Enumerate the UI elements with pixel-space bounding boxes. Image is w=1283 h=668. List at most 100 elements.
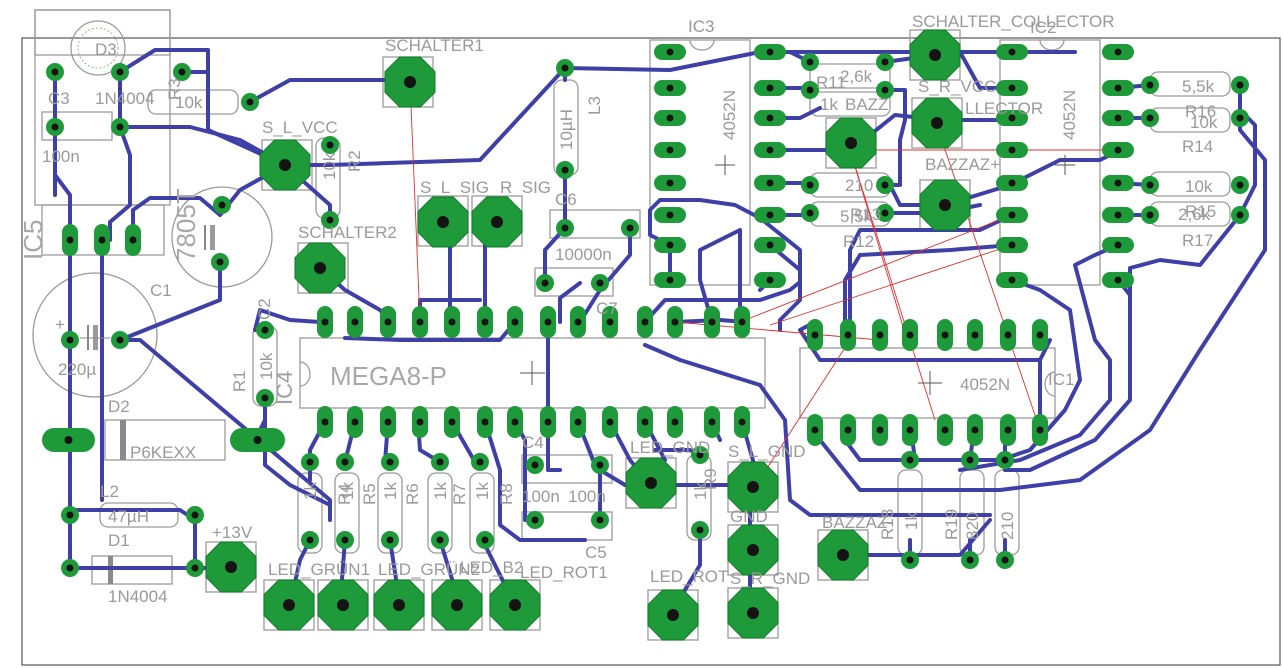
pad-passive-22 — [801, 81, 819, 99]
pad-ic3-left-5 — [654, 207, 686, 223]
pad-mega-top-12 — [704, 306, 720, 338]
label-c2: C2 — [255, 298, 274, 320]
pad-s-l-gnd — [727, 461, 779, 513]
label-r2-val: 10k — [320, 152, 339, 180]
label-r19: R19 — [942, 509, 961, 540]
pad-ic2-left-2 — [996, 110, 1028, 126]
pad-ic1-bottom-7 — [1032, 414, 1048, 446]
pad-s-r-sig — [471, 196, 523, 248]
label-r8: R8 — [497, 483, 516, 505]
label-r20-val: 210 — [998, 512, 1017, 540]
pad-passive-52 — [996, 451, 1014, 469]
pad-mega-bottom-8 — [570, 406, 586, 438]
pad-mega-top-0 — [317, 306, 333, 338]
pad-mega-top-3 — [412, 306, 428, 338]
pad-ic1-top-1 — [840, 319, 856, 351]
pad-ic1-top-2 — [872, 319, 888, 351]
pad-passive-29 — [1231, 76, 1249, 94]
pad-mega-bottom-9 — [602, 406, 618, 438]
label-r5: R5 — [360, 483, 379, 505]
pad-passive-13 — [621, 219, 639, 237]
pad-passive-42 — [431, 453, 449, 471]
pad-ic3-right-3 — [754, 142, 786, 158]
pad-passive-24 — [801, 176, 819, 194]
pad-passive-40 — [381, 453, 399, 471]
pad-schalter-collector — [909, 29, 961, 81]
pad-passive-18 — [321, 136, 339, 154]
label-c3: C3 — [48, 89, 70, 108]
pad-passive-25 — [876, 176, 894, 194]
label-r15: R15 — [1185, 202, 1216, 221]
pad-passive-53 — [996, 551, 1014, 569]
label-r4-val: 1k — [301, 482, 320, 500]
label-r4: R4 — [335, 483, 354, 505]
pad-passive-14 — [536, 274, 554, 292]
pad-ic1-bottom-5 — [967, 414, 983, 446]
pad-mega-top-2 — [380, 306, 396, 338]
pad-passive-9 — [61, 331, 79, 349]
label-r9: R9 — [701, 468, 720, 490]
pad-mega-bottom-13 — [734, 406, 750, 438]
label-r7-val: 1k — [431, 482, 450, 500]
pad-ic1-top-5 — [967, 319, 983, 351]
label-l3: L3 — [585, 96, 604, 115]
pad-ic2-right-6 — [1102, 237, 1134, 253]
pad-ic1-bottom-0 — [807, 414, 823, 446]
label-r12: R12 — [843, 232, 874, 251]
pad-passive-28 — [1141, 76, 1159, 94]
pad-gnd — [727, 524, 779, 576]
label-r3-val: 10k — [175, 93, 203, 112]
label-c4-val: 100n — [522, 487, 560, 506]
pad-s-l-vcc — [259, 139, 311, 191]
pad-ic2-right-7 — [1102, 272, 1134, 288]
label-led-rot: LED_ROT — [650, 567, 728, 586]
label-d1: D1 — [108, 531, 130, 550]
label-r7: R7 — [450, 483, 469, 505]
label-r19-val: 820 — [963, 512, 982, 540]
label-c1: C1 — [150, 281, 172, 300]
pad-passive-26 — [801, 204, 819, 222]
label-r11-val: 1k — [820, 95, 838, 114]
pad-passive-4 — [111, 118, 129, 136]
label-l2-val: 47µH — [108, 507, 149, 526]
pad-ic5-1 — [62, 224, 78, 256]
pad-passive-35 — [1231, 206, 1249, 224]
pad-mega-top-5 — [477, 306, 493, 338]
pad-mega-bottom-6 — [507, 406, 523, 438]
label-ic4-type: MEGA8-P — [330, 361, 447, 391]
pad-passive-46 — [691, 446, 709, 464]
pad-ic1-bottom-2 — [872, 414, 888, 446]
d3-hatch — [77, 27, 119, 69]
pad-collector — [825, 117, 877, 169]
label-r5-val: 1k — [338, 482, 357, 500]
pad-ic3-right-6 — [754, 237, 786, 253]
capacitor-symbols: + — [55, 225, 215, 350]
pad-ic3-right-1 — [754, 80, 786, 96]
pad-passive-20 — [801, 53, 819, 71]
pad-passive-36 — [301, 453, 319, 471]
label-ic1-type: 4052N — [960, 375, 1010, 394]
pad-mega-bottom-11 — [667, 406, 683, 438]
label-r18: R18 — [878, 509, 897, 540]
label-c5-val: 100n — [568, 487, 606, 506]
label-schalter2: SCHALTER2 — [298, 223, 397, 242]
pad-bazzaz-plus — [919, 179, 971, 231]
pad-ic5-3 — [125, 224, 141, 256]
pad-ic3-left-3 — [654, 142, 686, 158]
pad-led-rot — [647, 589, 699, 641]
pad-passive-48 — [901, 451, 919, 469]
pad-passive-5 — [241, 93, 259, 111]
pad-passive-34 — [1141, 206, 1159, 224]
label-c5: C5 — [585, 543, 607, 562]
pad-led-gnd — [625, 457, 677, 509]
label-r15-val: 10k — [1185, 177, 1213, 196]
label-d3-val: 1N4004 — [95, 89, 155, 108]
labels: IC5 D3 C3 1N4004 R3 10k 100n 7805T C1 22… — [18, 12, 1218, 606]
pad-mega-bottom-2 — [380, 406, 396, 438]
pad-ic3-right-7 — [754, 272, 786, 288]
pad-passive-1 — [111, 63, 129, 81]
label-r17: R17 — [1182, 231, 1213, 250]
pad-passive-39 — [336, 531, 354, 549]
pad-passive-16 — [256, 321, 274, 339]
